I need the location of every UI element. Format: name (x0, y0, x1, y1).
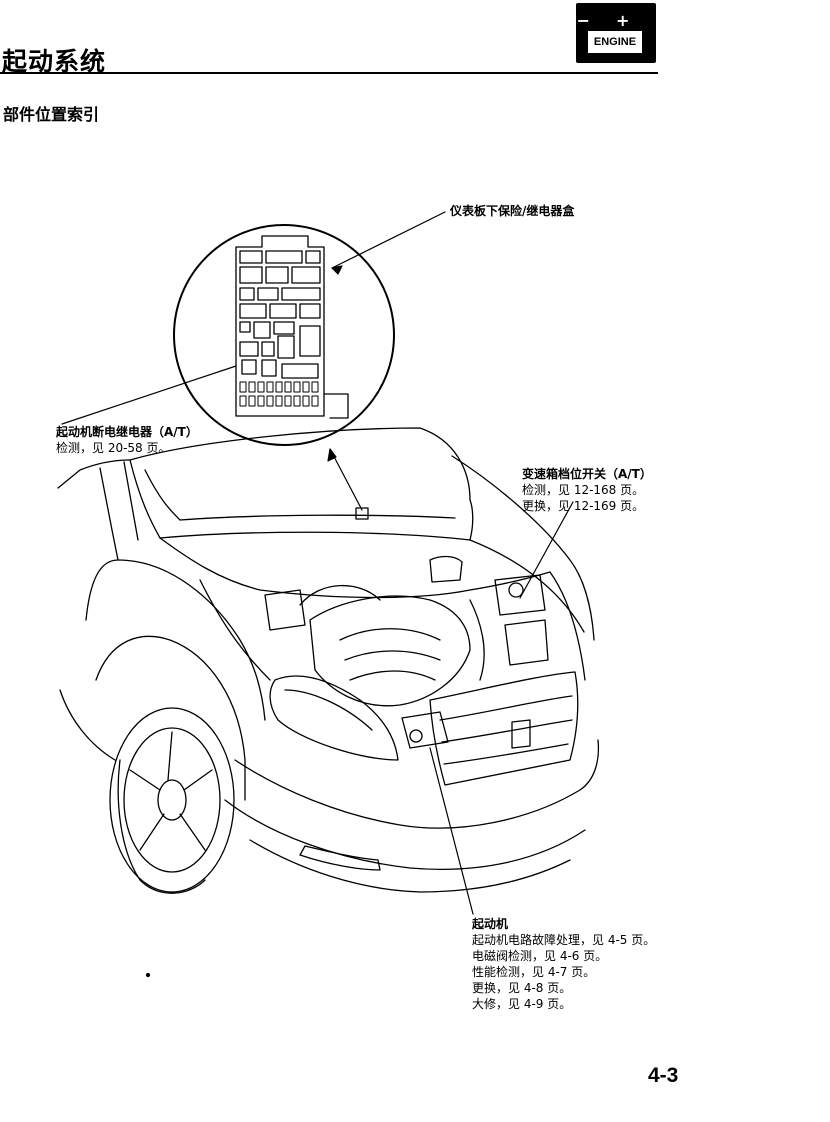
page-title: 起动系统 (2, 47, 107, 76)
cutoff-relay-callout: 起动机断电继电器（A/T） 检测，见 20-58 页。 (56, 424, 198, 456)
page-number: 4-3 (648, 1064, 679, 1087)
position-switch-inspection: 检测，见 12-168 页。 (522, 483, 645, 497)
position-switch-label: 变速箱档位开关（A/T） (522, 467, 652, 481)
engine-badge: −+ ENGINE (576, 3, 656, 63)
starter-label: 起动机 (472, 917, 509, 931)
starter-callout: 起动机 起动机电路故障处理，见 4-5 页。 电磁阀检测，见 4-6 页。 性能… (472, 916, 655, 1012)
starter-replacement: 更换，见 4-8 页。 (472, 981, 572, 995)
position-switch-callout: 变速箱档位开关（A/T） 检测，见 12-168 页。 更换，见 12-169 … (522, 466, 652, 514)
cutoff-relay-inspection: 检测，见 20-58 页。 (56, 441, 171, 455)
engine-label: ENGINE (588, 31, 642, 53)
starter-solenoid-test: 电磁阀检测，见 4-6 页。 (472, 949, 608, 963)
title-rule (0, 72, 658, 74)
fuse-box-detail (173, 224, 395, 446)
vehicle-front-view (57, 427, 600, 978)
starter-performance-test: 性能检测，见 4-7 页。 (472, 965, 596, 979)
cutoff-relay-label: 起动机断电继电器（A/T） (56, 425, 198, 439)
fuse-box-callout: 仪表板下保险/继电器盒 (450, 203, 574, 219)
leader-lines (61, 211, 574, 915)
section-title: 部件位置索引 (3, 105, 100, 124)
starter-overhaul: 大修，见 4-9 页。 (472, 997, 572, 1011)
position-switch-replacement: 更换，见 12-169 页。 (522, 499, 645, 513)
battery-terminals-icon: −+ (576, 11, 656, 30)
fuse-box-label: 仪表板下保险/继电器盒 (450, 204, 575, 218)
starter-troubleshooting: 起动机电路故障处理，见 4-5 页。 (472, 933, 656, 947)
